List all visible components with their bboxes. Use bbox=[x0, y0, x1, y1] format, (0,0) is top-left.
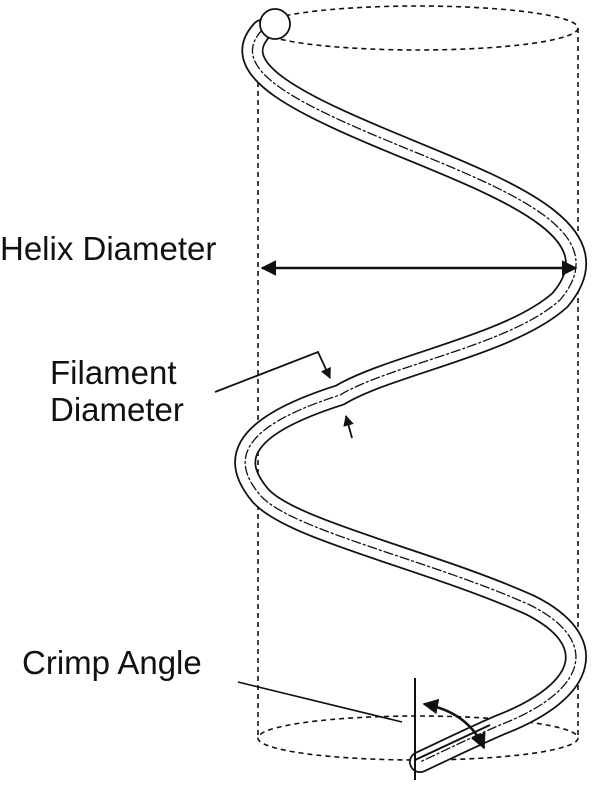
filament-tube bbox=[234, 19, 587, 773]
filament-diameter-leader bbox=[214, 350, 331, 393]
crimp-angle-arc-arrow bbox=[422, 698, 486, 750]
filament-diameter-label: Filament Diameter bbox=[50, 354, 184, 429]
bounding-cylinder bbox=[257, 5, 579, 761]
filament-diameter-label-line1: Filament bbox=[50, 354, 177, 391]
helix-diameter-label: Helix Diameter bbox=[0, 230, 217, 267]
filament-diameter-lower-arrow bbox=[343, 414, 354, 439]
crimp-angle-indicator bbox=[237, 678, 491, 780]
filament-diameter-indicator bbox=[214, 350, 354, 439]
crimp-angle-label: Crimp Angle bbox=[22, 644, 202, 681]
filament-diameter-label-line2: Diameter bbox=[50, 390, 184, 428]
filament-centerline bbox=[244, 29, 577, 763]
helix-filament bbox=[234, 8, 587, 773]
cylinder-top-ellipse bbox=[257, 5, 579, 51]
crimp-angle-leader bbox=[237, 681, 403, 723]
filament-end-cross-section bbox=[259, 8, 291, 40]
